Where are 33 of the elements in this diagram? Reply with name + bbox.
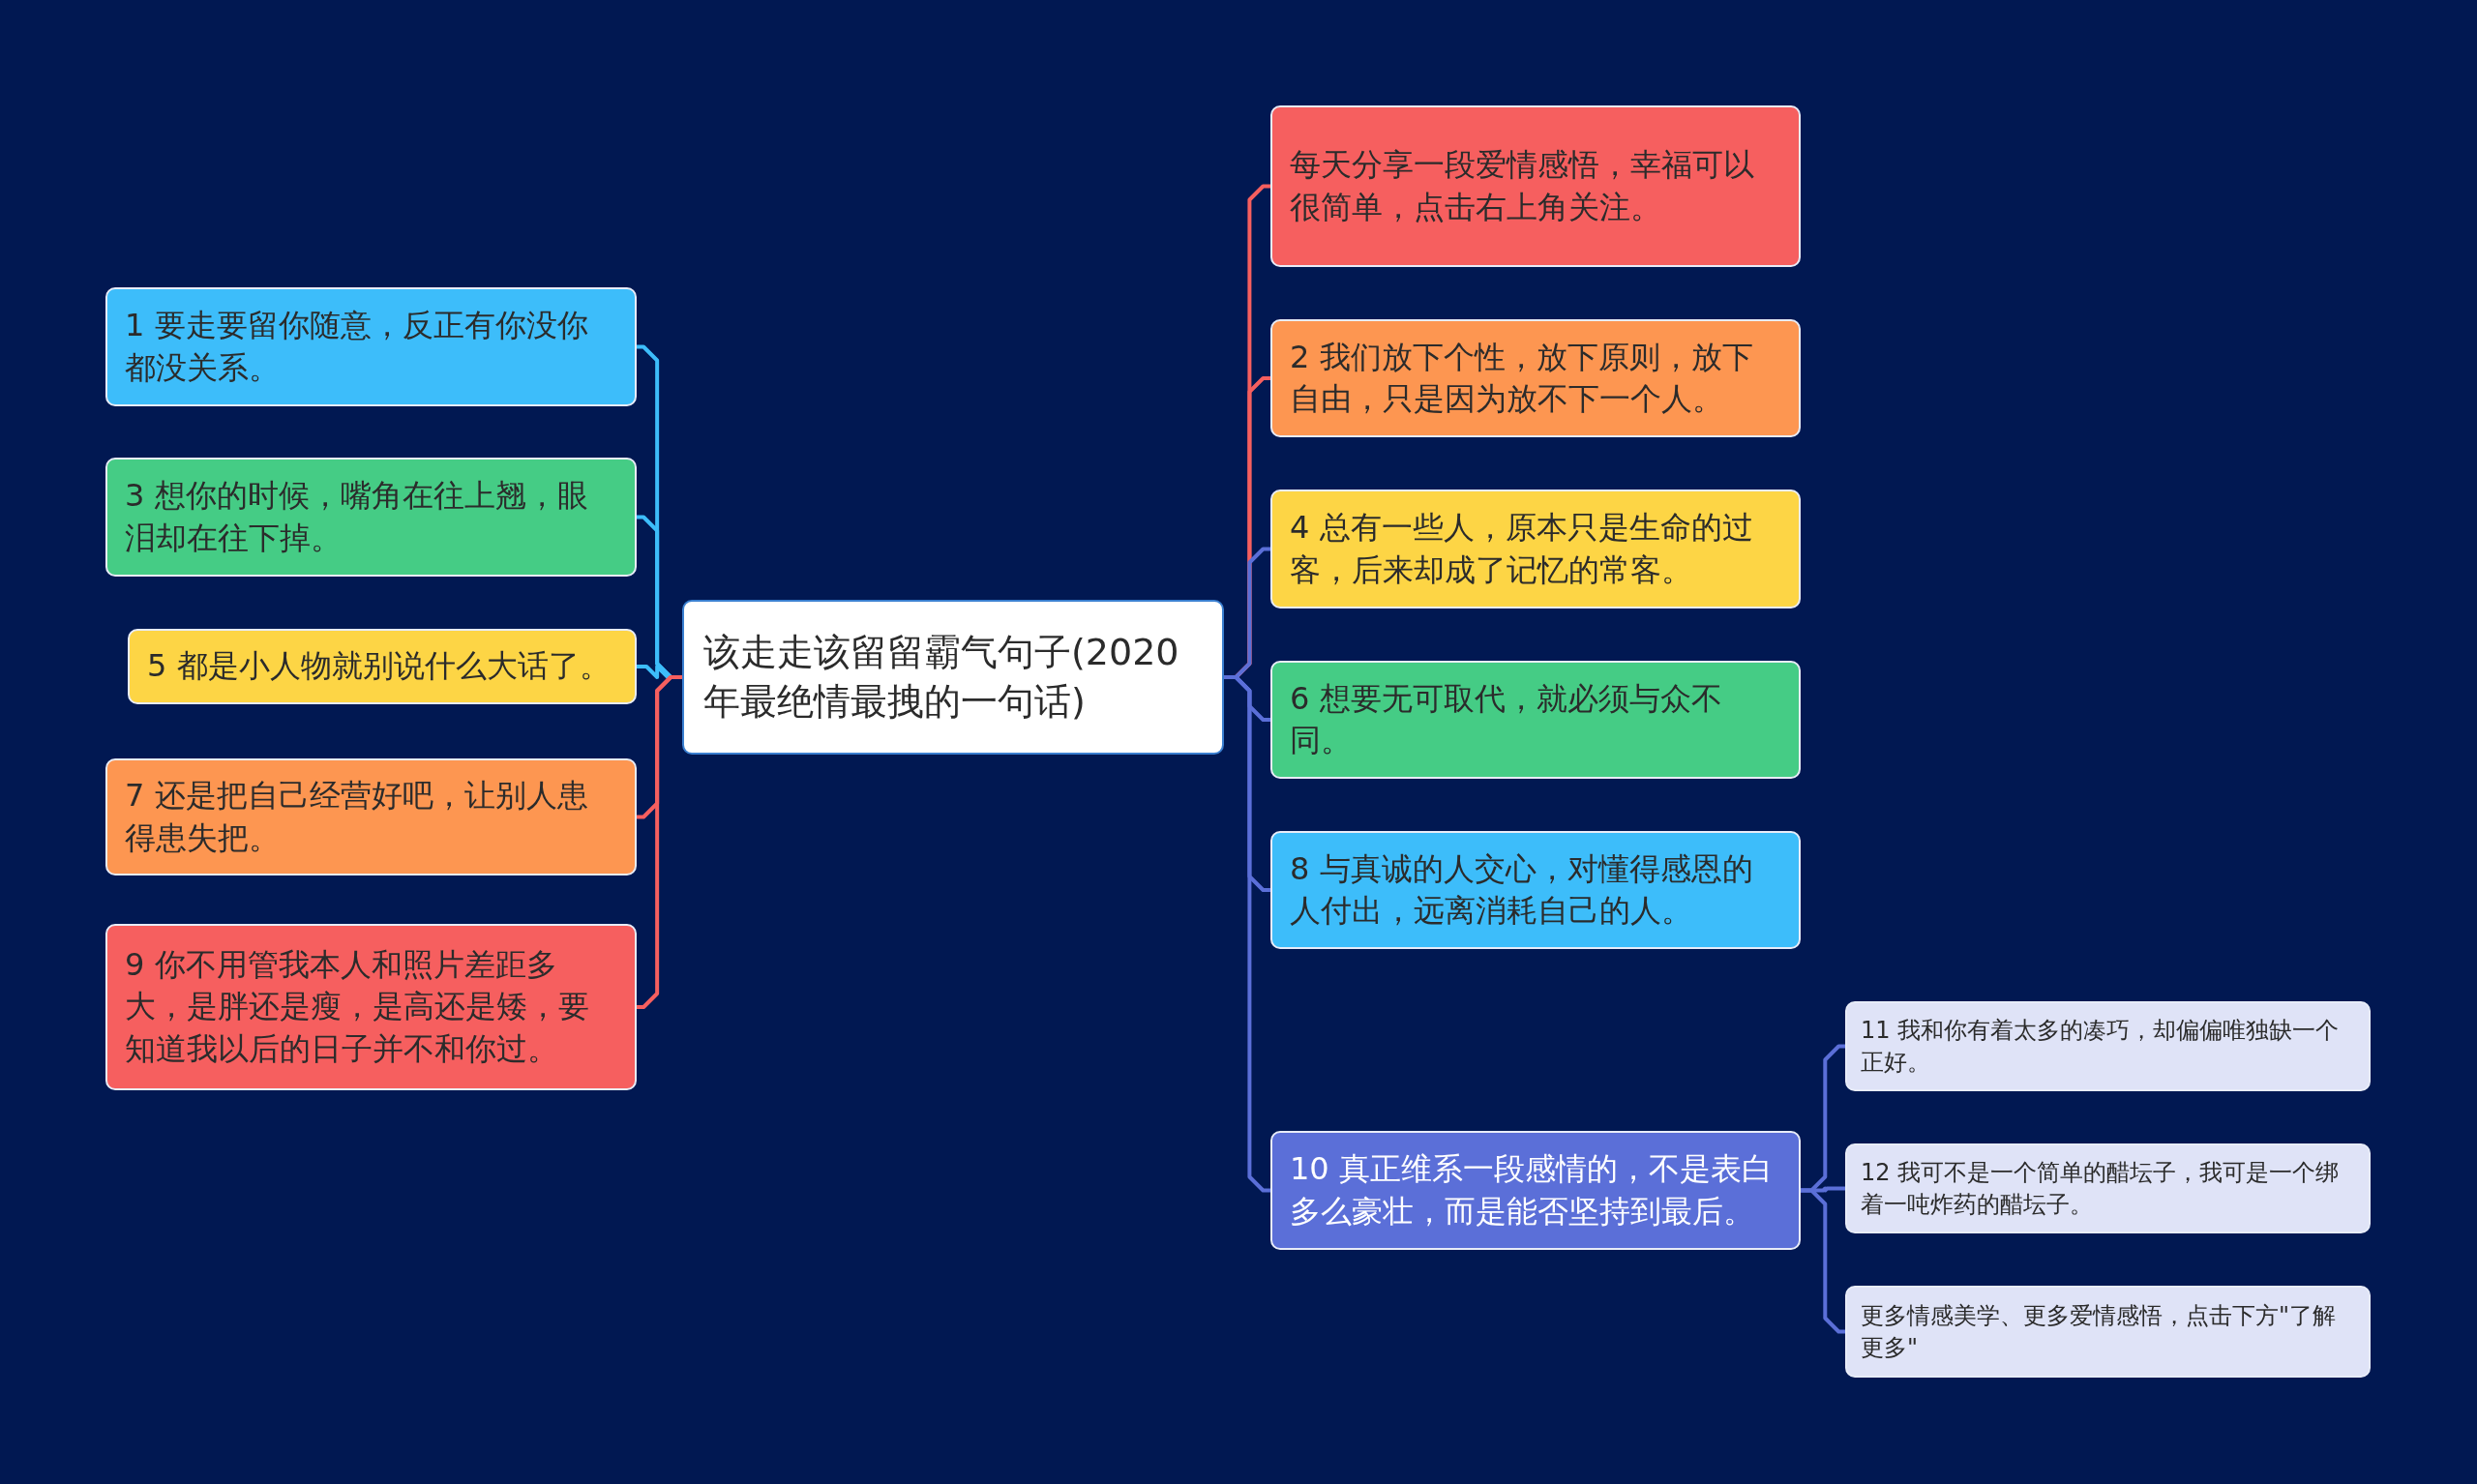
topic-text: 12 我可不是一个简单的醋坛子，我可是一个绑着一吨炸药的醋坛子。 (1861, 1158, 2341, 1220)
topic-box (105, 287, 637, 406)
topic-text: 10 真正维系一段感情的，不是表白多么豪壮，而是能否坚持到最后。 (1290, 1149, 1774, 1232)
topic-box (128, 629, 637, 704)
topic-text: 2 我们放下个性，放下原则，放下自由，只是因为放不下一个人。 (1290, 337, 1754, 419)
connector-line (1801, 1188, 1845, 1334)
subtopic-box (1845, 1143, 2371, 1233)
connector-line (1224, 675, 1270, 1193)
topic-text: 1 要走要留你随意，反正有你没你都没关系。 (125, 306, 589, 388)
topic-text: 更多情感美学、更多爱情感悟，点击下方"了解更多" (1861, 1301, 2338, 1363)
central-topic-box (682, 600, 1224, 755)
topic-box (1270, 661, 1801, 779)
topic-box (1270, 1131, 1801, 1250)
topic-text: 7 还是把自己经营好吧，让别人患得患失把。 (125, 776, 589, 858)
topic-box (105, 758, 637, 876)
topic-text: 8 与真诚的人交心，对懂得感恩的人付出，远离消耗自己的人。 (1290, 848, 1754, 931)
topic-box (1270, 105, 1801, 267)
topic-text: 5 都是小人物就别说什么大话了。 (147, 646, 611, 687)
subtopic-box (1845, 1286, 2371, 1378)
topic-text: 每天分享一段爱情感悟，幸福可以很简单，点击右上角关注。 (1290, 145, 1755, 227)
topic-text: 3 想你的时候，嘴角在往上翘，眼泪却在往下掉。 (125, 476, 589, 558)
topic-box (1270, 319, 1801, 437)
connector-line (637, 675, 682, 1009)
topic-text: 9 你不用管我本人和照片差距多大，是胖还是瘦，是高还是矮，要知道我以后的日子并不和你过。 (125, 945, 590, 1069)
topic-title: 该走走该留留霸气句子(2020年最绝情最拽的一句话) (703, 629, 1180, 725)
topic-text: 6 想要无可取代，就必须与众不同。 (1290, 678, 1723, 760)
topic-text: 4 总有一些人，原本只是生命的过客，后来却成了记忆的常客。 (1290, 508, 1754, 590)
topic-box (1270, 490, 1801, 608)
subtopic-box (1845, 1001, 2371, 1091)
topic-box (105, 924, 637, 1090)
topic-text: 11 我和你有着太多的凑巧，却偏偏唯独缺一个正好。 (1861, 1016, 2341, 1078)
topic-box (105, 458, 637, 577)
topic-box (1270, 831, 1801, 949)
